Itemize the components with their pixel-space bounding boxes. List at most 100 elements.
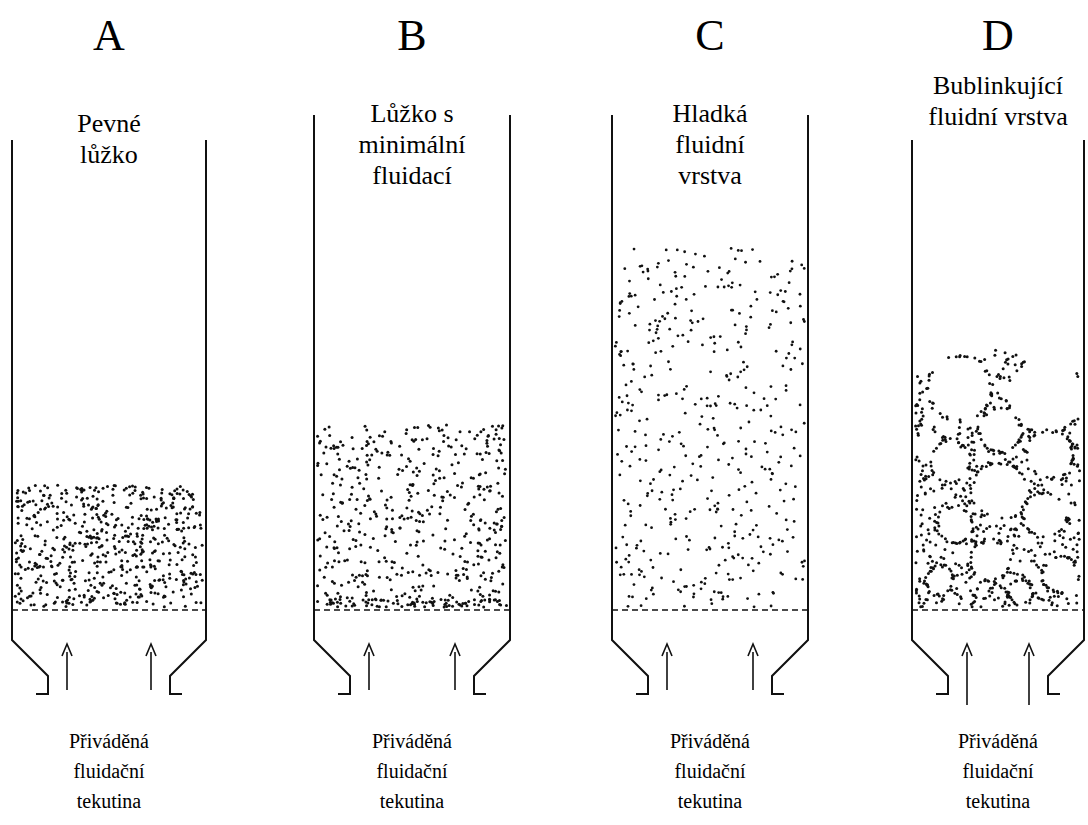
particle (649, 482, 652, 485)
particle (147, 525, 150, 528)
particle (151, 521, 154, 524)
particle (713, 350, 716, 353)
particle (748, 421, 751, 424)
particle (626, 350, 629, 353)
particle (39, 588, 42, 591)
particle (126, 560, 129, 563)
particle (331, 566, 334, 569)
particle (90, 537, 93, 540)
particle (921, 390, 924, 393)
particle (354, 545, 357, 548)
particle (487, 435, 490, 438)
particle (649, 559, 652, 562)
particle (739, 471, 742, 474)
particle (639, 540, 642, 543)
particle (480, 544, 483, 547)
particles (914, 349, 1081, 609)
particle (455, 601, 458, 604)
particle (967, 444, 970, 447)
particle (16, 489, 19, 492)
particle (1028, 602, 1031, 605)
particle (188, 493, 191, 496)
particle (685, 263, 688, 266)
particle (15, 551, 18, 554)
particle (190, 495, 193, 498)
particle (88, 578, 91, 581)
particle (488, 598, 491, 601)
particle (498, 491, 501, 494)
particle (341, 502, 344, 505)
particle (346, 596, 349, 599)
particle (477, 527, 480, 530)
particle (784, 290, 787, 293)
particle (618, 315, 621, 318)
particle (360, 560, 363, 563)
particle (660, 491, 663, 494)
particle (85, 530, 88, 533)
particle (775, 512, 778, 515)
particle (401, 594, 404, 597)
particle (924, 463, 927, 466)
particle (918, 601, 921, 604)
particle (1013, 534, 1016, 537)
particle (625, 384, 628, 387)
flow-arrow (368, 652, 370, 690)
particle (954, 493, 957, 496)
particle (65, 600, 68, 603)
particle (378, 576, 381, 579)
particle (745, 404, 748, 407)
particle (135, 565, 138, 568)
particle (136, 535, 139, 538)
particle (633, 248, 636, 251)
particle (685, 517, 688, 520)
particle (192, 498, 195, 501)
particle (785, 384, 788, 387)
particle (700, 415, 703, 418)
particle (365, 478, 368, 481)
particle (441, 428, 444, 431)
particle (189, 508, 192, 511)
particle (1023, 478, 1026, 481)
particle (738, 312, 741, 315)
particle (637, 305, 640, 308)
particle (37, 565, 40, 568)
particle (65, 500, 68, 503)
particle (198, 511, 201, 514)
particle (396, 473, 399, 476)
particle (104, 561, 107, 564)
particle (131, 484, 134, 487)
particle (956, 574, 959, 577)
particle (160, 497, 163, 500)
particle (347, 523, 350, 526)
particle (182, 583, 185, 586)
particle (371, 598, 374, 601)
particle (644, 524, 647, 527)
particle (484, 471, 487, 474)
particle (674, 303, 677, 306)
particle (769, 291, 772, 294)
particle (656, 328, 659, 331)
particle (366, 574, 369, 577)
particle (123, 601, 126, 604)
particle (983, 358, 986, 361)
particle (1017, 535, 1020, 538)
particle (348, 600, 351, 603)
particle (682, 445, 685, 448)
particle (409, 483, 412, 486)
particle (694, 253, 697, 256)
particle (775, 350, 778, 353)
particle (400, 574, 403, 577)
particle (713, 427, 716, 430)
particle (934, 543, 937, 546)
particle (929, 487, 932, 490)
particle (372, 537, 375, 540)
particle (39, 508, 42, 511)
particle (444, 527, 447, 530)
particle (40, 550, 43, 553)
particle (348, 498, 351, 501)
particle (69, 578, 72, 581)
vessel-wall (474, 115, 510, 694)
particle (681, 397, 684, 400)
particle (639, 504, 642, 507)
particle (336, 446, 339, 449)
